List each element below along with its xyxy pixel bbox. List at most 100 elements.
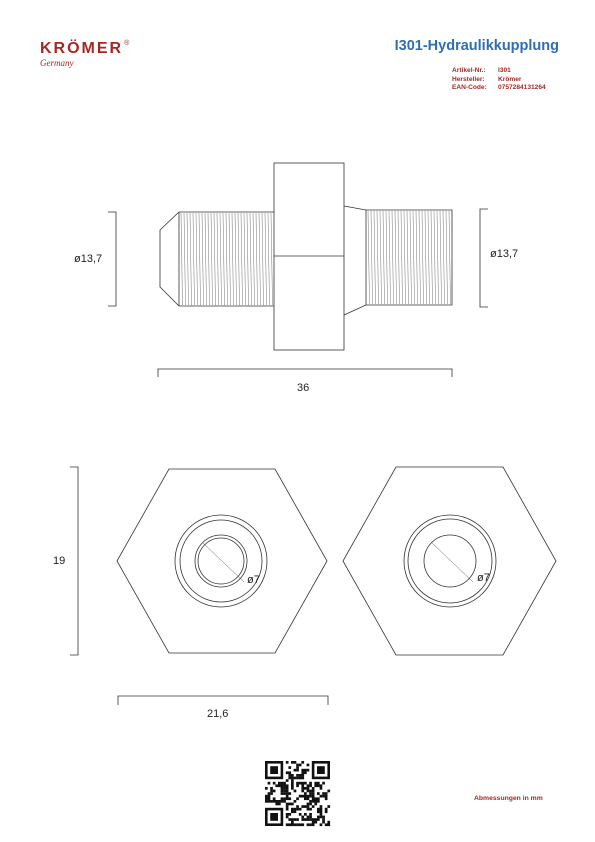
right-bore xyxy=(423,534,477,588)
qr-module xyxy=(304,787,307,790)
document-title: I301-Hydraulikkupplung xyxy=(394,38,559,54)
qr-module xyxy=(301,776,305,780)
qr-module xyxy=(293,800,297,803)
qr-module xyxy=(319,813,323,816)
qr-module xyxy=(280,781,284,785)
thread-line xyxy=(249,212,252,306)
thread-line xyxy=(180,212,183,306)
qr-module xyxy=(285,805,289,808)
qr-module xyxy=(306,802,310,806)
thread-line xyxy=(397,210,400,305)
thread-line xyxy=(367,210,370,305)
thread-line xyxy=(448,210,451,305)
qr-module xyxy=(311,789,315,793)
hex-end-view-right xyxy=(342,466,557,656)
qr-module xyxy=(283,784,286,788)
left-bore-leader xyxy=(202,542,245,583)
qr-module xyxy=(311,800,315,803)
qr-module xyxy=(291,787,294,790)
qr-module xyxy=(322,781,325,785)
qr-module xyxy=(296,784,299,788)
qr-code xyxy=(265,761,331,827)
qr-module xyxy=(298,823,302,827)
qr-module xyxy=(319,807,323,811)
thread-line xyxy=(210,212,213,306)
qr-module xyxy=(267,797,271,801)
qr-module xyxy=(301,781,305,785)
qr-module xyxy=(311,792,315,795)
qr-module xyxy=(265,800,268,803)
qr-module xyxy=(298,794,302,798)
right-inner-ring xyxy=(407,518,493,604)
qr-module xyxy=(285,761,289,764)
qr-module xyxy=(311,794,315,798)
qr-module xyxy=(319,784,323,788)
qr-module xyxy=(314,802,318,806)
qr-module xyxy=(306,815,310,819)
qr-module xyxy=(280,789,284,793)
qr-module xyxy=(301,815,305,819)
thread-line xyxy=(246,212,249,306)
qr-module xyxy=(317,815,320,819)
thread-line xyxy=(231,212,234,306)
qr-module xyxy=(311,805,315,808)
qr-module xyxy=(285,787,289,790)
qr-module xyxy=(327,820,331,824)
qr-module xyxy=(306,784,310,788)
qr-module xyxy=(309,802,312,806)
qr-module xyxy=(327,805,331,808)
qr-module xyxy=(298,774,302,777)
qr-module xyxy=(309,815,312,819)
qr-module xyxy=(288,774,292,777)
qr-module xyxy=(309,800,312,803)
qr-module xyxy=(311,797,315,801)
qr-module xyxy=(298,776,302,780)
qr-module xyxy=(306,789,310,793)
left-threads xyxy=(180,212,273,306)
qr-module xyxy=(314,797,318,801)
meta-value: I301 xyxy=(498,67,511,74)
thread-line xyxy=(228,212,231,306)
thread-line xyxy=(270,212,273,306)
qr-module xyxy=(301,823,305,827)
dim-line-right-diameter xyxy=(479,208,488,308)
qr-module xyxy=(283,792,286,795)
thread-line xyxy=(216,212,219,306)
qr-finder xyxy=(270,813,278,821)
qr-module xyxy=(283,787,286,790)
qr-module xyxy=(296,766,299,769)
qr-module xyxy=(319,787,323,790)
qr-module xyxy=(285,779,289,782)
article-meta: Artikel-Nr.:I301 Hersteller:Krömer EAN-C… xyxy=(452,67,546,93)
thread-line xyxy=(391,210,394,305)
qr-module xyxy=(275,802,279,806)
thread-line xyxy=(255,212,258,306)
left-diameter-label: ø13,7 xyxy=(74,253,102,265)
qr-module xyxy=(285,802,289,806)
thread-line xyxy=(258,212,261,306)
thread-line xyxy=(267,212,270,306)
qr-module xyxy=(265,787,268,790)
qr-module xyxy=(322,815,325,819)
thread-line xyxy=(388,210,391,305)
qr-module xyxy=(304,797,307,801)
thread-line xyxy=(433,210,436,305)
thread-line xyxy=(186,212,189,306)
right-bore-leader xyxy=(431,542,474,583)
qr-module xyxy=(319,805,323,808)
thread-line xyxy=(415,210,418,305)
qr-module xyxy=(280,784,284,788)
qr-module xyxy=(319,823,323,827)
qr-module xyxy=(293,776,297,780)
qr-module xyxy=(309,792,312,795)
thread-line xyxy=(234,212,237,306)
qr-module xyxy=(283,781,286,785)
thread-line xyxy=(403,210,406,305)
thread-line xyxy=(213,212,216,306)
thread-line xyxy=(409,210,412,305)
height-label: 19 xyxy=(53,555,65,567)
left-nipple-outline xyxy=(159,211,274,307)
meta-value: 0757284131264 xyxy=(498,84,546,91)
qr-module xyxy=(298,763,302,767)
